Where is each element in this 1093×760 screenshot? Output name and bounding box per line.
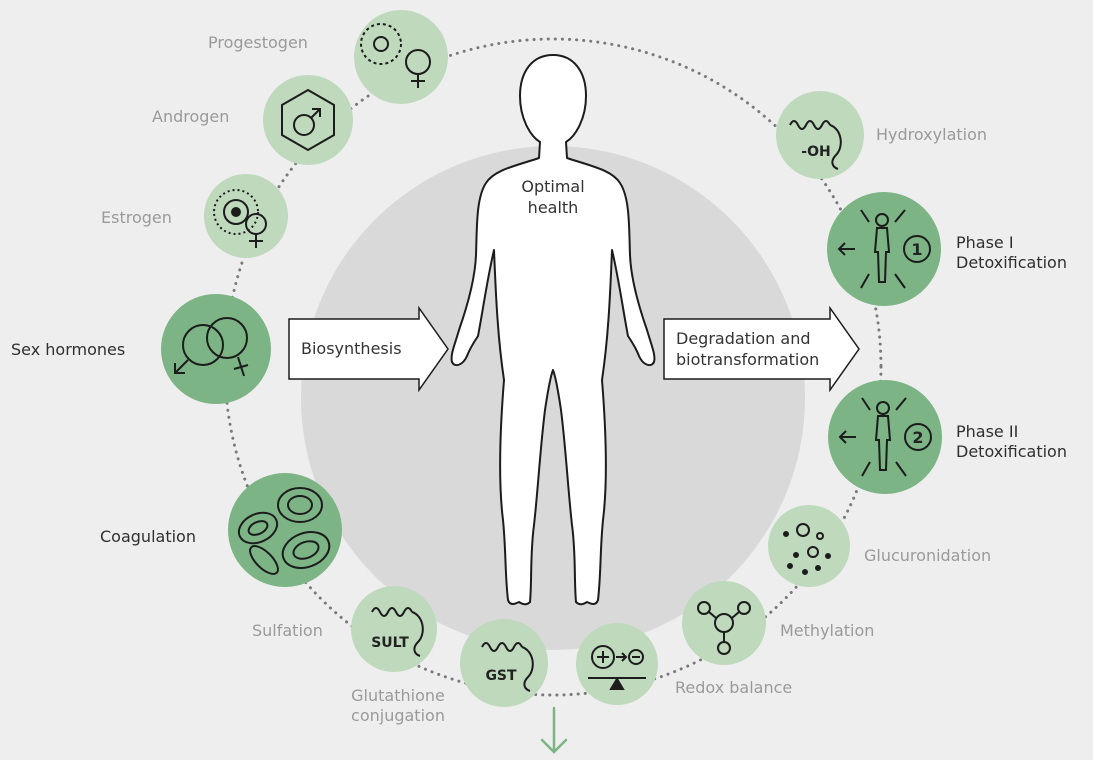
hydroxyl-enzyme-icon bbox=[789, 120, 842, 170]
androgen-label: Androgen bbox=[152, 107, 230, 126]
estrogen-label: Estrogen bbox=[101, 208, 172, 227]
glutathione-label-line1: Glutathione bbox=[351, 686, 445, 705]
sex-hormones-label: Sex hormones bbox=[11, 340, 126, 359]
phase2-label-line2: Detoxification bbox=[956, 442, 1067, 461]
glutathione-node: GST bbox=[460, 619, 548, 707]
glucuronidation-label: Glucuronidation bbox=[864, 546, 992, 565]
sult-badge: SULT bbox=[371, 635, 409, 651]
phase1-label-line1: Phase I bbox=[956, 233, 1014, 252]
progestogen-node bbox=[354, 10, 448, 104]
phase2-label: Phase II Detoxification bbox=[956, 422, 1067, 462]
biosynthesis-arrow bbox=[288, 305, 449, 393]
phase2-node: 2 bbox=[828, 380, 942, 494]
sex-hormones-node bbox=[161, 294, 271, 404]
sex-hormones-icon bbox=[174, 317, 249, 377]
progestogen-icon bbox=[360, 23, 431, 88]
degradation-arrow bbox=[663, 305, 860, 393]
biosynthesis-label: Biosynthesis bbox=[301, 339, 402, 358]
redox-node bbox=[576, 623, 658, 705]
center-label-line1: Optimal bbox=[521, 177, 585, 196]
center-label: Optimal health bbox=[503, 176, 603, 218]
redox-balance-icon bbox=[588, 645, 646, 690]
sulfation-node: SULT bbox=[351, 586, 437, 672]
coagulation-node bbox=[228, 473, 342, 587]
gst-badge: GST bbox=[485, 668, 517, 684]
glutathione-label: Glutathione conjugation bbox=[340, 686, 456, 726]
progestogen-label: Progestogen bbox=[208, 33, 308, 52]
glutathione-label-line2: conjugation bbox=[351, 706, 445, 725]
hydroxyl-badge: -OH bbox=[801, 144, 830, 160]
phase-1-body-icon bbox=[837, 209, 931, 289]
androgen-icon bbox=[281, 88, 335, 152]
gst-enzyme-icon bbox=[481, 642, 534, 692]
phase1-label-line2: Detoxification bbox=[956, 253, 1067, 272]
hydroxylation-node: -OH bbox=[776, 91, 864, 179]
methyl-group-icon bbox=[697, 601, 751, 655]
blood-cells-icon bbox=[237, 487, 331, 575]
androgen-node bbox=[263, 75, 353, 165]
down-arrow bbox=[540, 706, 568, 754]
dots-icon bbox=[783, 523, 831, 575]
methylation-node bbox=[682, 581, 766, 665]
human-body-icon bbox=[450, 54, 656, 606]
phase2-badge: 2 bbox=[912, 428, 923, 447]
phase2-label-line1: Phase II bbox=[956, 422, 1019, 441]
phase-2-body-icon bbox=[838, 397, 932, 477]
degradation-label: Degradation and biotransformation bbox=[676, 328, 819, 370]
sult-enzyme-icon bbox=[371, 607, 424, 657]
hydroxylation-label: Hydroxylation bbox=[876, 125, 988, 144]
degradation-label-line1: Degradation and bbox=[676, 329, 811, 348]
center-disc bbox=[301, 146, 805, 650]
estrogen-node bbox=[204, 174, 288, 258]
sulfation-label: Sulfation bbox=[252, 621, 323, 640]
phase1-node: 1 bbox=[827, 192, 941, 306]
redox-label: Redox balance bbox=[675, 678, 793, 697]
coagulation-label: Coagulation bbox=[100, 527, 196, 546]
phase1-label: Phase I Detoxification bbox=[956, 233, 1067, 273]
methylation-label: Methylation bbox=[780, 621, 875, 640]
center-label-line2: health bbox=[527, 198, 579, 217]
estrogen-icon bbox=[213, 189, 267, 248]
phase1-badge: 1 bbox=[911, 240, 922, 259]
glucuronidation-node bbox=[768, 505, 850, 587]
degradation-label-line2: biotransformation bbox=[676, 350, 820, 369]
